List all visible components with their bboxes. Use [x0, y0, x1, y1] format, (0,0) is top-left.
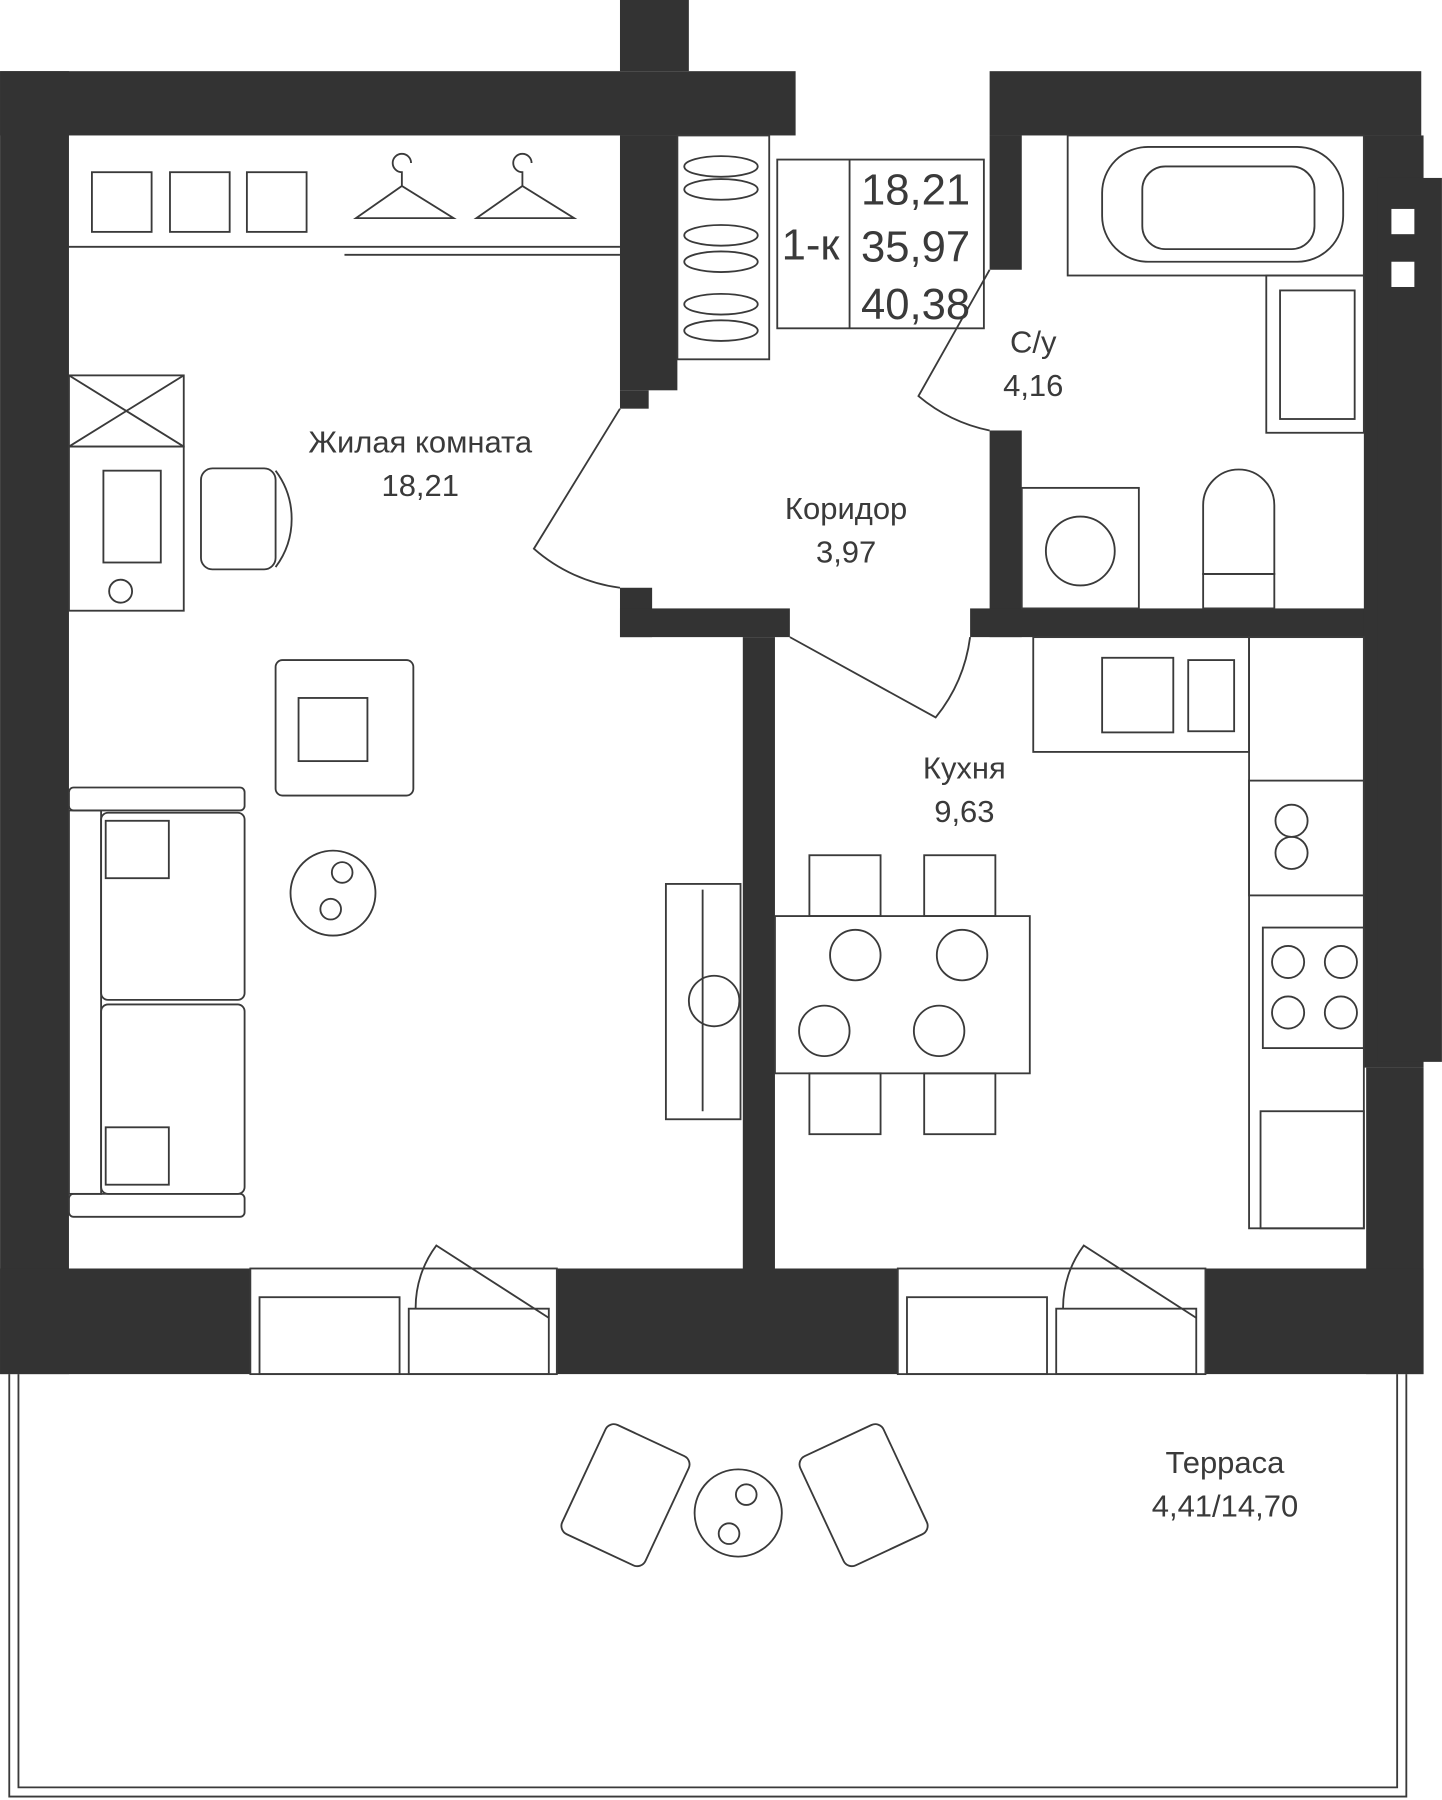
wardrobe	[68, 134, 771, 361]
apartment-type: 1-к	[782, 221, 841, 269]
terrace	[8, 1374, 1408, 1798]
living-room-furniture	[68, 374, 742, 1218]
room-area-bathroom: 4,16	[1003, 368, 1063, 403]
bathroom-fixtures	[1020, 134, 1365, 610]
total-area: 35,97	[861, 224, 970, 272]
room-name-kitchen: Кухня	[923, 750, 1006, 785]
total-area-with-terrace: 40,38	[861, 281, 970, 329]
room-area-kitchen: 9,63	[934, 794, 994, 829]
doors	[532, 269, 991, 719]
room-name-terrace: Терраса	[1166, 1445, 1286, 1480]
room-area-terrace: 4,41/14,70	[1152, 1488, 1298, 1523]
kitchen-furniture	[774, 636, 1365, 1230]
living-area: 18,21	[861, 166, 970, 214]
room-name-corridor: Коридор	[785, 491, 907, 526]
apartment-info-box: 1-к 18,21 35,97 40,38	[776, 158, 985, 330]
room-name-living: Жилая комната	[308, 424, 533, 459]
room-labels: Жилая комната 18,21 Коридор 3,97 С/у 4,1…	[308, 324, 1298, 1523]
room-area-corridor: 3,97	[816, 535, 876, 570]
walls	[0, 0, 1442, 1375]
room-area-living: 18,21	[381, 468, 459, 503]
terrace-doors	[249, 1244, 1207, 1376]
room-name-bathroom: С/у	[1010, 324, 1057, 359]
